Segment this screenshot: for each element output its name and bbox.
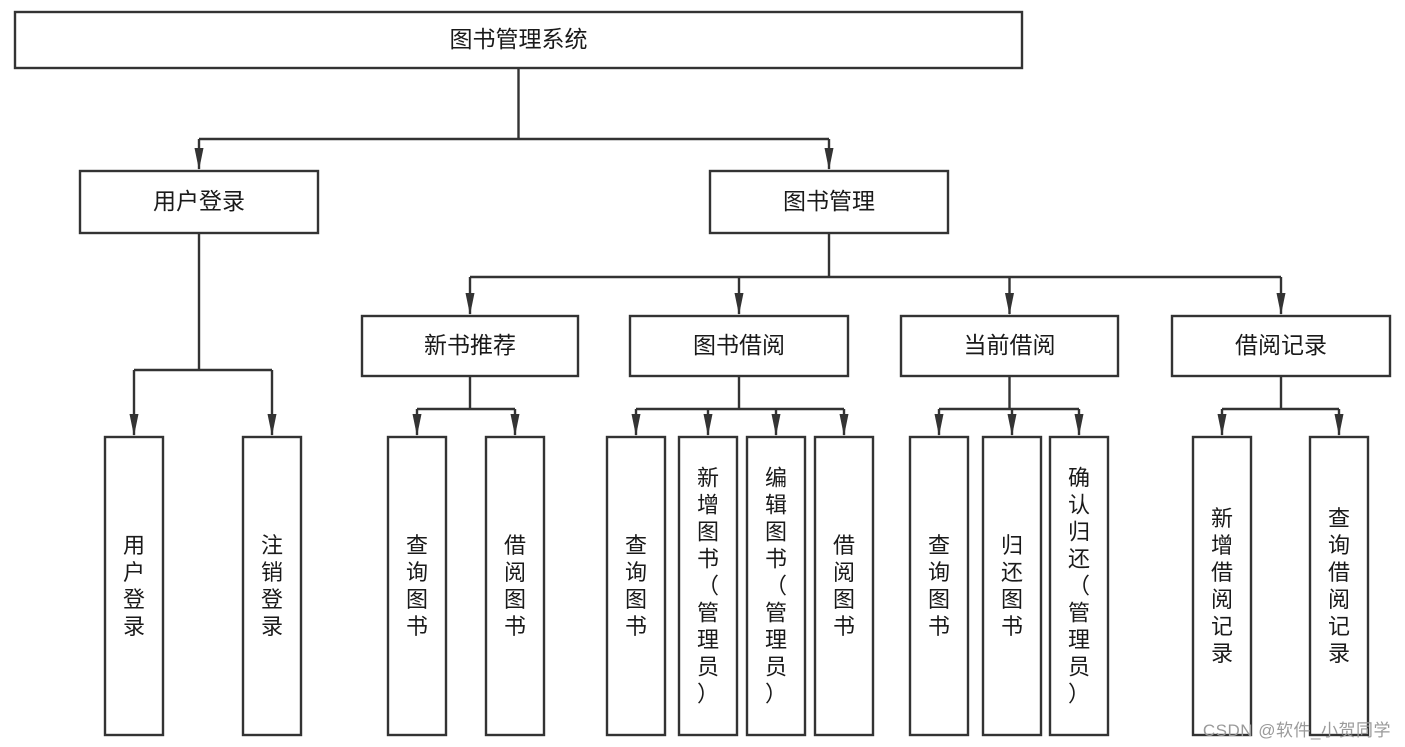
node-box-新增图书管理员[interactable] bbox=[677, 435, 739, 737]
arrow-head-icon-用户登录 bbox=[129, 414, 139, 436]
node-box-编辑图书管理员[interactable] bbox=[745, 435, 807, 737]
node-新增图书管理员[interactable]: 新增图书（管理员） bbox=[677, 435, 739, 737]
node-注销登录[interactable]: 注销登录 bbox=[241, 435, 303, 737]
arrow-head-icon-借阅图书 bbox=[839, 414, 849, 436]
arrow-head-icon-用户登录 bbox=[194, 148, 204, 170]
arrow-head-icon-新增借阅记录 bbox=[1217, 414, 1227, 436]
arrow-head-icon-注销登录 bbox=[267, 414, 277, 436]
node-label-图书管理: 图书管理 bbox=[783, 188, 875, 214]
node-借阅图书[interactable]: 借阅图书 bbox=[813, 435, 875, 737]
node-确认归还管理员[interactable]: 确认归还（管理员） bbox=[1048, 435, 1110, 737]
arrow-head-icon-当前借阅 bbox=[1005, 293, 1014, 315]
node-借阅图书[interactable]: 借阅图书 bbox=[484, 435, 546, 737]
node-label-用户登录: 用户登录 bbox=[153, 188, 245, 214]
arrow-head-icon-借阅记录 bbox=[1276, 293, 1286, 315]
node-box-新书推荐[interactable] bbox=[360, 314, 580, 378]
node-box-归还图书[interactable] bbox=[981, 435, 1043, 737]
node-编辑图书管理员[interactable]: 编辑图书（管理员） bbox=[745, 435, 807, 737]
node-借阅记录[interactable]: 借阅记录 bbox=[1170, 314, 1392, 378]
node-box-借阅记录[interactable] bbox=[1170, 314, 1392, 378]
node-label-归还图书: 归还图书 bbox=[1001, 533, 1023, 639]
node-label-图书借阅: 图书借阅 bbox=[693, 332, 785, 358]
node-label-注销登录: 注销登录 bbox=[261, 533, 283, 639]
node-查询图书[interactable]: 查询图书 bbox=[908, 435, 970, 737]
node-label-新增图书管理员: 新增图书（管理员） bbox=[697, 466, 719, 707]
node-label-查询图书: 查询图书 bbox=[406, 533, 428, 639]
node-box-借阅图书[interactable] bbox=[813, 435, 875, 737]
node-label-借阅图书: 借阅图书 bbox=[833, 533, 855, 639]
node-box-新增借阅记录[interactable] bbox=[1191, 435, 1253, 737]
node-label-查询借阅记录: 查询借阅记录 bbox=[1328, 506, 1350, 666]
node-box-用户登录[interactable] bbox=[103, 435, 165, 737]
node-归还图书[interactable]: 归还图书 bbox=[981, 435, 1043, 737]
node-label-图书管理系统: 图书管理系统 bbox=[450, 26, 588, 52]
node-label-当前借阅: 当前借阅 bbox=[964, 332, 1056, 358]
arrow-head-icon-借阅图书 bbox=[510, 414, 520, 436]
node-label-用户登录: 用户登录 bbox=[123, 533, 145, 639]
arrow-head-icon-图书借阅 bbox=[734, 293, 744, 315]
node-box-注销登录[interactable] bbox=[241, 435, 303, 737]
arrow-head-icon-查询图书 bbox=[934, 414, 944, 436]
node-label-查询图书: 查询图书 bbox=[928, 533, 950, 639]
node-用户登录[interactable]: 用户登录 bbox=[78, 169, 320, 235]
node-box-查询图书[interactable] bbox=[605, 435, 667, 737]
node-label-借阅图书: 借阅图书 bbox=[504, 533, 526, 639]
arrow-head-icon-新增图书管理员 bbox=[703, 414, 713, 436]
arrow-head-icon-查询图书 bbox=[412, 414, 422, 436]
node-label-查询图书: 查询图书 bbox=[625, 533, 647, 639]
connector-layer bbox=[129, 68, 1344, 436]
node-label-确认归还管理员: 确认归还（管理员） bbox=[1068, 466, 1090, 707]
node-查询图书[interactable]: 查询图书 bbox=[386, 435, 448, 737]
arrow-head-icon-归还图书 bbox=[1007, 414, 1017, 436]
arrow-head-icon-图书管理 bbox=[824, 148, 834, 170]
node-label-新增借阅记录: 新增借阅记录 bbox=[1211, 506, 1233, 666]
node-box-确认归还管理员[interactable] bbox=[1048, 435, 1110, 737]
node-box-图书管理[interactable] bbox=[708, 169, 950, 235]
node-label-借阅记录: 借阅记录 bbox=[1235, 332, 1327, 358]
node-box-查询借阅记录[interactable] bbox=[1308, 435, 1370, 737]
node-查询借阅记录[interactable]: 查询借阅记录 bbox=[1308, 435, 1370, 737]
node-新书推荐[interactable]: 新书推荐 bbox=[360, 314, 580, 378]
arrow-head-icon-查询借阅记录 bbox=[1334, 414, 1344, 436]
node-box-当前借阅[interactable] bbox=[899, 314, 1120, 378]
node-用户登录[interactable]: 用户登录 bbox=[103, 435, 165, 737]
node-当前借阅[interactable]: 当前借阅 bbox=[899, 314, 1120, 378]
node-图书管理[interactable]: 图书管理 bbox=[708, 169, 950, 235]
node-新增借阅记录[interactable]: 新增借阅记录 bbox=[1191, 435, 1253, 737]
node-layer: 图书管理系统用户登录图书管理用户登录注销登录新书推荐查询图书借阅图书图书借阅查询… bbox=[13, 10, 1392, 737]
arrow-head-icon-查询图书 bbox=[631, 414, 641, 436]
node-label-编辑图书管理员: 编辑图书（管理员） bbox=[765, 466, 787, 707]
node-box-图书借阅[interactable] bbox=[628, 314, 850, 378]
arrow-head-icon-确认归还管理员 bbox=[1074, 414, 1084, 436]
node-box-查询图书[interactable] bbox=[908, 435, 970, 737]
node-图书管理系统[interactable]: 图书管理系统 bbox=[13, 10, 1024, 70]
arrow-head-icon-编辑图书管理员 bbox=[771, 414, 781, 436]
node-box-图书管理系统[interactable] bbox=[13, 10, 1024, 70]
node-图书借阅[interactable]: 图书借阅 bbox=[628, 314, 850, 378]
arrow-head-icon-新书推荐 bbox=[465, 293, 475, 315]
node-查询图书[interactable]: 查询图书 bbox=[605, 435, 667, 737]
node-box-借阅图书[interactable] bbox=[484, 435, 546, 737]
node-label-新书推荐: 新书推荐 bbox=[424, 332, 516, 358]
node-box-用户登录[interactable] bbox=[78, 169, 320, 235]
node-box-查询图书[interactable] bbox=[386, 435, 448, 737]
